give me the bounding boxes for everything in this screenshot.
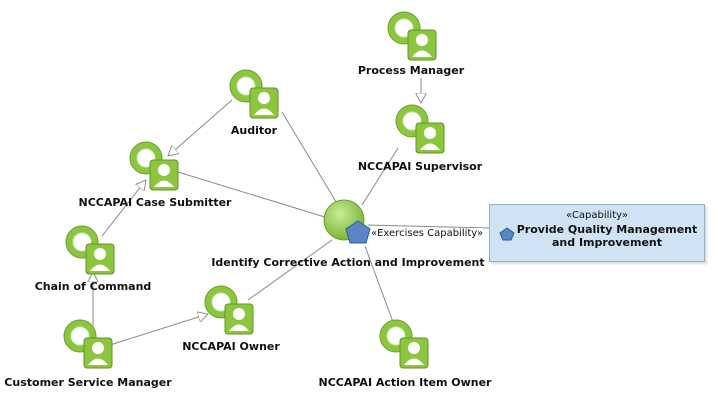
auditor-role-icon[interactable] xyxy=(228,68,280,120)
edge-owner-process xyxy=(247,239,333,301)
capability-name: Provide Quality Management and Improveme… xyxy=(516,223,698,249)
edge-process-capability xyxy=(367,224,490,229)
exercises-capability-label: «Exercises Capability» xyxy=(371,228,484,239)
edge-auditor-submitter xyxy=(168,99,233,156)
auditor-label: Auditor xyxy=(230,124,278,137)
chain-of-command-role-icon[interactable] xyxy=(64,224,116,276)
chain-of-command-label: Chain of Command xyxy=(34,280,152,293)
capability-box[interactable]: «Capability» Provide Quality Management … xyxy=(489,204,705,262)
edge-supervisor-process xyxy=(361,147,399,206)
nccapai-action-item-owner-role-icon[interactable] xyxy=(378,318,430,370)
nccapai-owner-label: NCCAPAI Owner xyxy=(182,340,280,353)
nccapai-owner-role-icon[interactable] xyxy=(203,284,255,336)
edge-submitter-process xyxy=(177,171,329,219)
nccapai-supervisor-label: NCCAPAI Supervisor xyxy=(357,160,483,173)
capability-stereotype: «Capability» xyxy=(566,210,628,221)
customer-service-manager-role-icon[interactable] xyxy=(62,318,114,370)
edge-auditor-process xyxy=(281,111,339,206)
process-manager-role-icon[interactable] xyxy=(386,10,438,62)
edge-csm-owner xyxy=(109,314,208,346)
nccapai-supervisor-role-icon[interactable] xyxy=(394,103,446,155)
edge-actionitem-process xyxy=(364,245,394,323)
nccapai-action-item-owner-label: NCCAPAI Action Item Owner xyxy=(318,376,492,389)
process-label: Identify Corrective Action and Improveme… xyxy=(211,256,485,269)
customer-service-manager-label: Customer Service Manager xyxy=(4,376,172,389)
process-manager-label: Process Manager xyxy=(357,64,465,77)
nccapai-case-submitter-role-icon[interactable] xyxy=(128,140,180,192)
edge-chain-submitter xyxy=(101,180,146,237)
process-node-icon[interactable] xyxy=(320,197,380,249)
nccapai-case-submitter-label: NCCAPAI Case Submitter xyxy=(78,196,232,209)
capability-pentagon-icon xyxy=(499,227,515,241)
